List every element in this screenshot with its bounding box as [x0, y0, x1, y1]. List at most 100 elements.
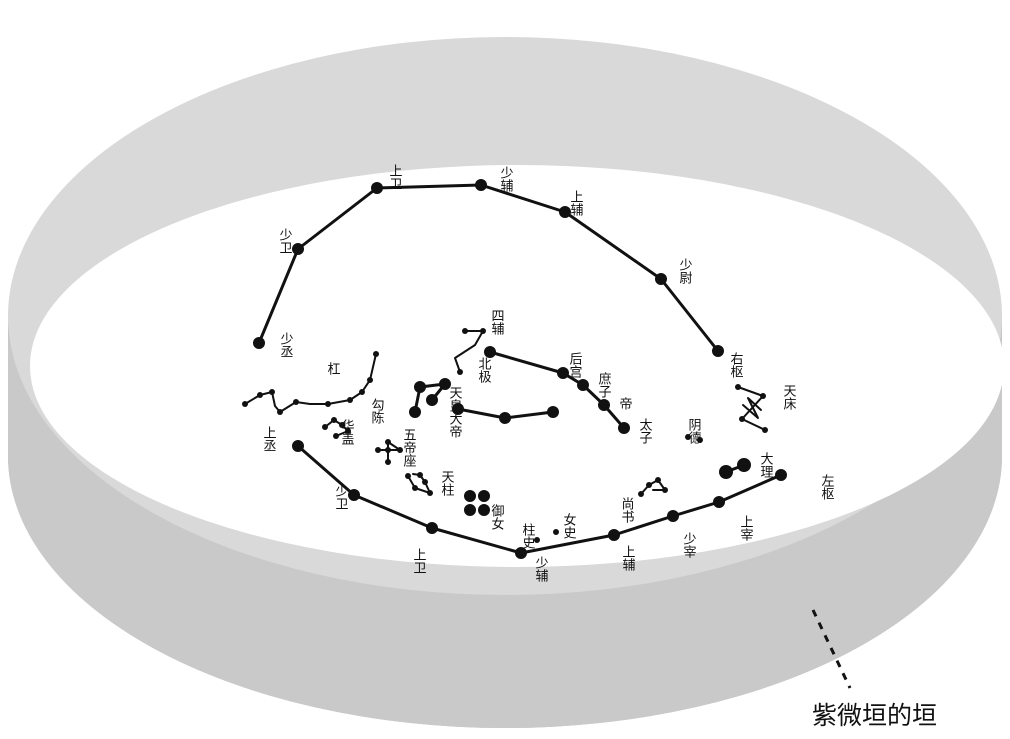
label-hua-gai: 华盖 — [339, 419, 355, 445]
star-shang-wei-w — [371, 182, 383, 194]
star-nv-shi — [553, 529, 559, 535]
label-tai-zi: 太子 — [637, 418, 653, 444]
caption-leader-line — [811, 609, 852, 689]
star-tian-huang-1 — [409, 406, 421, 418]
si-fu-line — [454, 330, 484, 373]
star-gang-8 — [359, 389, 365, 395]
star-si-fu-1 — [462, 328, 468, 334]
label-gou-chen: 勾陈 — [369, 398, 385, 424]
label-di: 帝 — [617, 396, 633, 410]
label-shang-wei-top: 上卫 — [387, 164, 403, 190]
star-shao-cheng — [253, 337, 265, 349]
star-yu-nv-1 — [464, 490, 476, 502]
star-tian-huang-3 — [439, 378, 451, 390]
star-gou-chen-2 — [499, 412, 511, 424]
star-gou-chen-1 — [452, 403, 464, 415]
star-tian-chuang-4 — [762, 427, 768, 433]
star-yu-nv-3 — [464, 504, 476, 516]
label-tian-huang-da-di: 天皇大帝 — [447, 386, 463, 438]
label-shang-shu: 尚书 — [619, 497, 635, 524]
star-hua-gai-4 — [345, 428, 351, 434]
star-shang-wei-s — [426, 522, 438, 534]
star-tian-chuang-3 — [739, 416, 745, 422]
star-shao-wei-s — [348, 489, 360, 501]
label-shang-cheng: 上丞 — [261, 426, 277, 452]
label-bei-ji: 北极 — [476, 357, 492, 383]
star-yu-nv-4 — [478, 504, 490, 516]
label-shao-wei-bottom: 少卫 — [333, 484, 349, 510]
star-you-shu — [712, 345, 724, 357]
constellation-labels: 上卫 少辅 上辅 少卫 少尉 少丞 右枢 四辅 天床 杠 北极 后宫 庶子 帝 … — [261, 164, 835, 582]
star-gang-1 — [242, 401, 248, 407]
star-zhu-shi — [534, 537, 540, 543]
star-shang-shu-3 — [655, 477, 661, 483]
star-shang-shu-4 — [662, 487, 668, 493]
label-you-shu: 右枢 — [728, 352, 744, 378]
star-tian-zhu-3 — [427, 490, 433, 496]
star-wu-di-2 — [397, 447, 403, 453]
star-tian-zhu-5 — [417, 472, 423, 478]
star-wu-di-1 — [375, 447, 381, 453]
star-gang-3 — [269, 389, 275, 395]
star-tian-chuang-2 — [760, 393, 766, 399]
label-shang-fu-bottom: 上辅 — [620, 545, 636, 571]
label-shang-zai: 上宰 — [738, 515, 754, 541]
label-si-fu: 四辅 — [489, 309, 505, 335]
eastern-wall-lower-line — [296, 444, 783, 555]
label-zuo-shu: 左枢 — [819, 474, 835, 500]
label-zhu-shi: 柱史 — [520, 523, 536, 550]
star-hua-gai-5 — [333, 433, 339, 439]
label-shu-zi: 庶子 — [596, 371, 612, 398]
star-tian-huang-4 — [426, 394, 438, 406]
star-gang-6 — [325, 401, 331, 407]
label-shang-fu-top: 上辅 — [568, 190, 584, 216]
star-gang-4 — [277, 409, 283, 415]
star-hua-gai-2 — [331, 417, 337, 423]
star-gang-9 — [367, 377, 373, 383]
star-shang-cheng — [292, 440, 304, 452]
star-hua-gai-1 — [322, 424, 328, 430]
star-zuo-shu — [775, 469, 787, 481]
star-shang-zai — [713, 496, 725, 508]
star-tian-zhu-4 — [422, 479, 428, 485]
label-nv-shi: 女史 — [561, 512, 577, 540]
star-shao-fu-s — [515, 547, 527, 559]
label-hou-gong: 后宫 — [567, 352, 583, 378]
star-tian-chuang-1 — [735, 384, 741, 390]
star-da-li-a — [719, 465, 733, 479]
star-shao-zai — [667, 510, 679, 522]
star-hua-gai-3 — [339, 422, 345, 428]
star-gou-chen-3 — [547, 406, 559, 418]
star-wu-di-5 — [385, 447, 391, 453]
star-yin-de-2 — [697, 437, 703, 443]
label-wu-di-zuo: 五帝座 — [401, 428, 417, 468]
star-wu-di-3 — [385, 439, 391, 445]
star-shao-fu-w — [475, 179, 487, 191]
star-tian-zhu-1 — [405, 473, 411, 479]
star-gang-10 — [373, 351, 379, 357]
star-shao-wei-w — [292, 243, 304, 255]
enclosure-inner-floor — [30, 165, 1004, 567]
star-gang-2 — [257, 392, 263, 398]
star-tian-zhu-2 — [412, 485, 418, 491]
star-gang-7 — [347, 397, 353, 403]
tian-huang-line — [413, 382, 447, 414]
label-shao-wei-right: 少尉 — [677, 258, 693, 284]
star-gang-5 — [293, 399, 299, 405]
label-shao-zai: 少宰 — [681, 532, 697, 558]
stars — [242, 179, 787, 559]
star-bei-ji-5 — [618, 422, 630, 434]
label-shao-cheng: 少丞 — [278, 332, 294, 358]
star-si-fu-3 — [457, 369, 463, 375]
star-shang-fu-w — [559, 206, 571, 218]
wall-caption: 紫微垣的垣 — [812, 701, 937, 730]
label-yu-nv: 御女 — [489, 504, 505, 530]
label-shao-fu-top: 少辅 — [498, 166, 514, 192]
label-tian-zhu: 天柱 — [439, 470, 455, 497]
star-tian-huang-2 — [414, 381, 426, 393]
star-shang-shu-2 — [646, 482, 652, 488]
label-da-li: 大理 — [758, 452, 774, 478]
label-shao-fu-bottom: 少辅 — [533, 556, 549, 582]
label-gang: 杠 — [325, 361, 341, 375]
